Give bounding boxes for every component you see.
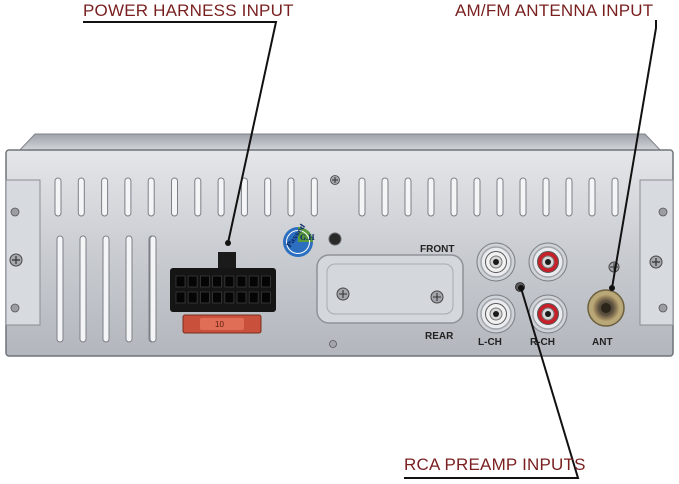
rca-jacks	[476, 242, 568, 334]
vent-slot	[77, 177, 85, 217]
antenna-callout: AM/FM ANTENNA INPUT	[455, 1, 654, 20]
vent-slot	[611, 177, 619, 217]
harness-pin	[260, 291, 271, 304]
harness-pin	[236, 275, 247, 288]
harness-pin	[248, 275, 259, 288]
vent-slot	[101, 177, 109, 217]
chassis-hole	[328, 232, 342, 246]
vent-slot	[519, 177, 527, 217]
vent-slot	[56, 235, 64, 343]
badge-gh-text: G.H	[300, 233, 315, 242]
top-vent-slots	[54, 177, 619, 217]
harness-pin	[248, 291, 259, 304]
vent-slot	[310, 177, 318, 217]
harness-pin	[199, 291, 210, 304]
harness-pin	[187, 275, 198, 288]
harness-pin	[212, 291, 223, 304]
vent-slot	[358, 177, 366, 217]
left-vent-slots	[56, 235, 157, 343]
vent-slot	[79, 235, 87, 343]
right-channel-label: R-CH	[530, 337, 555, 348]
power-harness-callout: POWER HARNESS INPUT	[83, 1, 294, 20]
leader-lines	[83, 20, 657, 479]
rca-front-left-jack	[476, 242, 516, 282]
harness-pin	[175, 291, 186, 304]
harness-pin	[236, 291, 247, 304]
power-leader-line	[83, 21, 278, 244]
fuse: 10	[182, 314, 262, 334]
vent-slot	[588, 177, 596, 217]
rca-rear-left-jack	[476, 294, 516, 334]
harness-pin	[224, 275, 235, 288]
vent-slot	[450, 177, 458, 217]
vent-slot	[404, 177, 412, 217]
harness-pin	[224, 291, 235, 304]
rca-leader-line	[404, 287, 580, 479]
left-side-rail	[5, 179, 41, 326]
right-side-rail	[639, 179, 674, 326]
front-label: FRONT	[420, 244, 454, 255]
harness-pin	[187, 291, 198, 304]
vent-slot	[473, 177, 481, 217]
antenna-leader-line	[611, 20, 657, 289]
harness-pin	[175, 275, 186, 288]
vent-slot	[124, 177, 132, 217]
rca-rear-right-jack	[528, 294, 568, 334]
vent-slot	[217, 177, 225, 217]
antenna-label: ANT	[592, 337, 613, 348]
rca-callout: RCA PREAMP INPUTS	[404, 455, 586, 474]
vent-slot	[194, 177, 202, 217]
harness-pin	[212, 275, 223, 288]
leader-dots	[225, 240, 615, 291]
harness-pin	[199, 275, 210, 288]
rear-label: REAR	[425, 331, 454, 342]
vent-slot	[381, 177, 389, 217]
left-rail-screws	[9, 207, 23, 313]
bottom-screw	[329, 340, 337, 348]
vent-slot	[149, 235, 157, 343]
vent-slot	[54, 177, 62, 217]
vent-slot	[125, 235, 133, 343]
vent-slot	[542, 177, 550, 217]
rca-front-right-jack	[528, 242, 568, 282]
vent-slot	[147, 177, 155, 217]
right-rail-screws	[649, 207, 668, 313]
vent-slot	[102, 235, 110, 343]
vent-slot	[427, 177, 435, 217]
fuse-rating-text: 10	[215, 320, 224, 329]
antenna-port	[587, 289, 625, 327]
vent-slot	[171, 177, 178, 217]
vent-slot	[496, 177, 504, 217]
harness-pin-grid	[175, 275, 271, 304]
vent-slot	[565, 177, 573, 217]
power-harness-connector	[170, 252, 276, 312]
center-plate	[316, 254, 464, 324]
vent-slot	[240, 177, 248, 217]
harness-pin	[260, 275, 271, 288]
left-channel-label: L-CH	[478, 337, 502, 348]
vent-slot	[264, 177, 272, 217]
vent-slot	[287, 177, 295, 217]
